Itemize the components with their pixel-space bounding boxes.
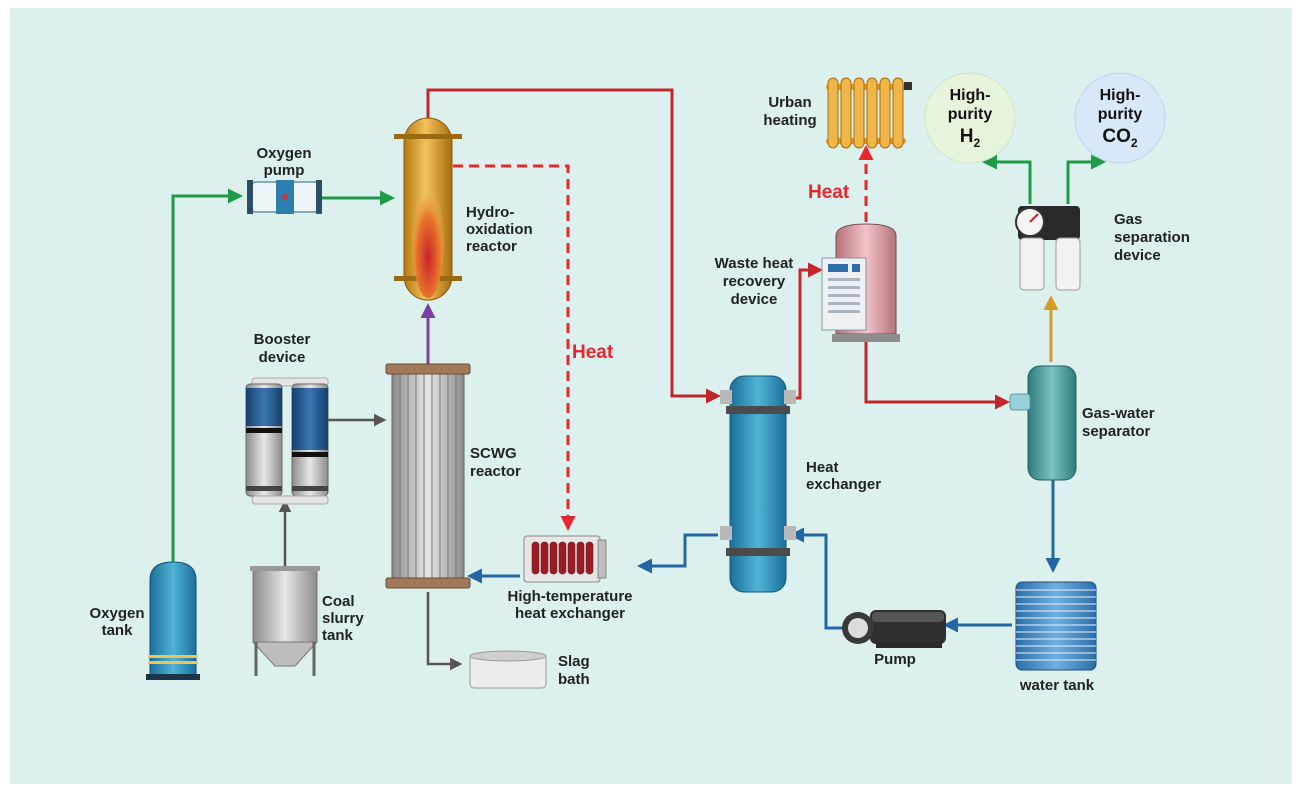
hthx-label-1: High-temperature xyxy=(507,588,632,605)
hot-line-waste-heat-to-separator xyxy=(864,342,1010,410)
hydro-oxidation-reactor xyxy=(394,117,462,301)
oxygen-tank-label-2: tank xyxy=(102,622,134,639)
hydro-oxidation-label-1: Hydro- xyxy=(466,204,514,221)
oxygen-pump-label-1: Oxygen xyxy=(256,145,311,162)
gas-water-separator-label-1: Gas-water xyxy=(1082,405,1155,422)
high-temperature-heat-exchanger xyxy=(523,535,607,583)
heat-exchanger xyxy=(720,375,796,593)
co2-label-1: High- xyxy=(1100,87,1141,104)
coal-slurry-label-2: slurry xyxy=(322,610,364,627)
slag-bath-label-1: Slag xyxy=(558,653,590,670)
scwg-reactor xyxy=(385,363,471,589)
water-line-exchanger-to-hthx xyxy=(637,533,718,574)
waste-heat-label-2: recovery xyxy=(723,273,786,290)
h2-label-1: High- xyxy=(950,87,991,104)
urban-heating-label-1: Urban xyxy=(768,94,811,111)
gas-separation-label-3: device xyxy=(1114,247,1161,264)
oxygen-tank-label-1: Oxygen xyxy=(89,605,144,622)
pump-label: Pump xyxy=(874,651,916,668)
heat-exchanger-label-1: Heat xyxy=(806,459,839,476)
booster-label-2: device xyxy=(259,349,306,366)
urban-heating-radiator xyxy=(826,77,912,149)
booster-device xyxy=(245,377,329,505)
hthx-label-2: heat exchanger xyxy=(515,605,625,622)
co2-subscript: 2 xyxy=(1131,136,1138,150)
gas-water-separator xyxy=(1009,365,1077,481)
waste-heat-recovery-device xyxy=(821,223,900,342)
h2-subscript: 2 xyxy=(974,136,981,150)
oxygen-pump-label-2: pump xyxy=(264,162,305,179)
co2-formula: CO2 xyxy=(1102,126,1138,150)
water-tank-label: water tank xyxy=(1019,677,1095,694)
heat-label-right: Heat xyxy=(808,182,850,203)
gas-separation-label-2: separation xyxy=(1114,229,1190,246)
h2-formula: H2 xyxy=(960,126,981,150)
water-pump xyxy=(842,610,946,648)
coal-slurry-label-1: Coal xyxy=(322,593,355,610)
gas-separation-device xyxy=(1015,206,1081,291)
urban-heating-label-2: heating xyxy=(763,112,816,129)
slag-line xyxy=(426,592,463,671)
water-tank xyxy=(1015,581,1097,671)
oxygen-line-tank-to-pump xyxy=(171,188,243,565)
co2-symbol: CO xyxy=(1102,126,1131,147)
gas-water-separator-label-2: separator xyxy=(1082,423,1151,440)
co2-label-2: purity xyxy=(1098,106,1143,123)
scwg-label-2: reactor xyxy=(470,463,521,480)
heat-exchanger-label-2: exchanger xyxy=(806,476,881,493)
booster-label-1: Booster xyxy=(254,331,311,348)
gas-separation-label-1: Gas xyxy=(1114,211,1142,228)
hydro-oxidation-label-2: oxidation xyxy=(466,221,533,238)
co2-product-bubble xyxy=(1074,72,1166,164)
waste-heat-label-3: device xyxy=(731,291,778,308)
heat-transfer-dashed-line xyxy=(453,164,576,531)
scwg-label-1: SCWG xyxy=(470,445,517,462)
h2-product-bubble xyxy=(924,72,1016,164)
hydro-oxidation-label-3: reactor xyxy=(466,238,517,255)
coal-slurry-label-3: tank xyxy=(322,627,354,644)
slag-bath-label-2: bath xyxy=(558,671,590,688)
hot-line-reactor-to-heat-exchanger xyxy=(426,88,721,404)
h2-outlet-line xyxy=(982,154,1032,204)
water-line-pump-to-exchanger xyxy=(789,527,846,630)
coal-slurry-tank xyxy=(250,566,320,676)
h2-symbol: H xyxy=(960,126,974,147)
slag-bath xyxy=(469,650,547,689)
heat-label-left: Heat xyxy=(572,342,614,363)
waste-heat-label-1: Waste heat xyxy=(715,255,794,272)
h2-label-2: purity xyxy=(948,106,993,123)
oxygen-tank xyxy=(146,561,200,680)
oxygen-pump xyxy=(247,180,322,214)
co2-outlet-line xyxy=(1066,154,1106,204)
